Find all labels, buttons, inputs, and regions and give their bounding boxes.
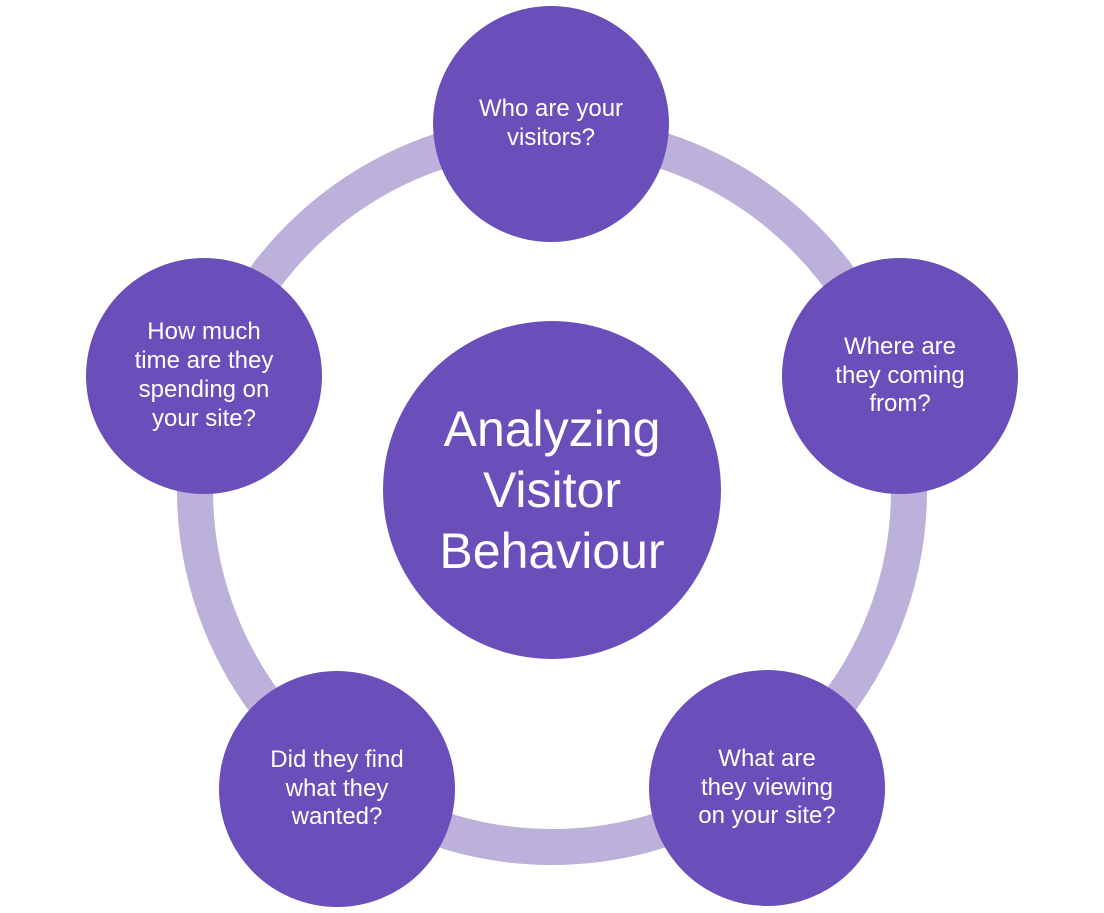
cycle-node-time-spent: How much time are they spending on your … <box>86 258 322 494</box>
cycle-node-label: Did they find what they wanted? <box>270 745 404 831</box>
cycle-node-found: Did they find what they wanted? <box>219 671 455 907</box>
center-topic-label: Analyzing Visitor Behaviour <box>439 400 665 579</box>
cycle-node-label: What are they viewing on your site? <box>698 744 836 830</box>
cycle-node-label: Where are they coming from? <box>835 332 965 418</box>
cycle-node-origin: Where are they coming from? <box>782 258 1018 494</box>
cycle-node-viewing: What are they viewing on your site? <box>649 670 885 906</box>
center-topic-circle: Analyzing Visitor Behaviour <box>383 321 721 659</box>
cycle-node-label: How much time are they spending on your … <box>134 318 274 432</box>
cycle-node-label: Who are your visitors? <box>478 95 624 151</box>
cycle-node-visitors: Who are your visitors? <box>433 6 669 242</box>
